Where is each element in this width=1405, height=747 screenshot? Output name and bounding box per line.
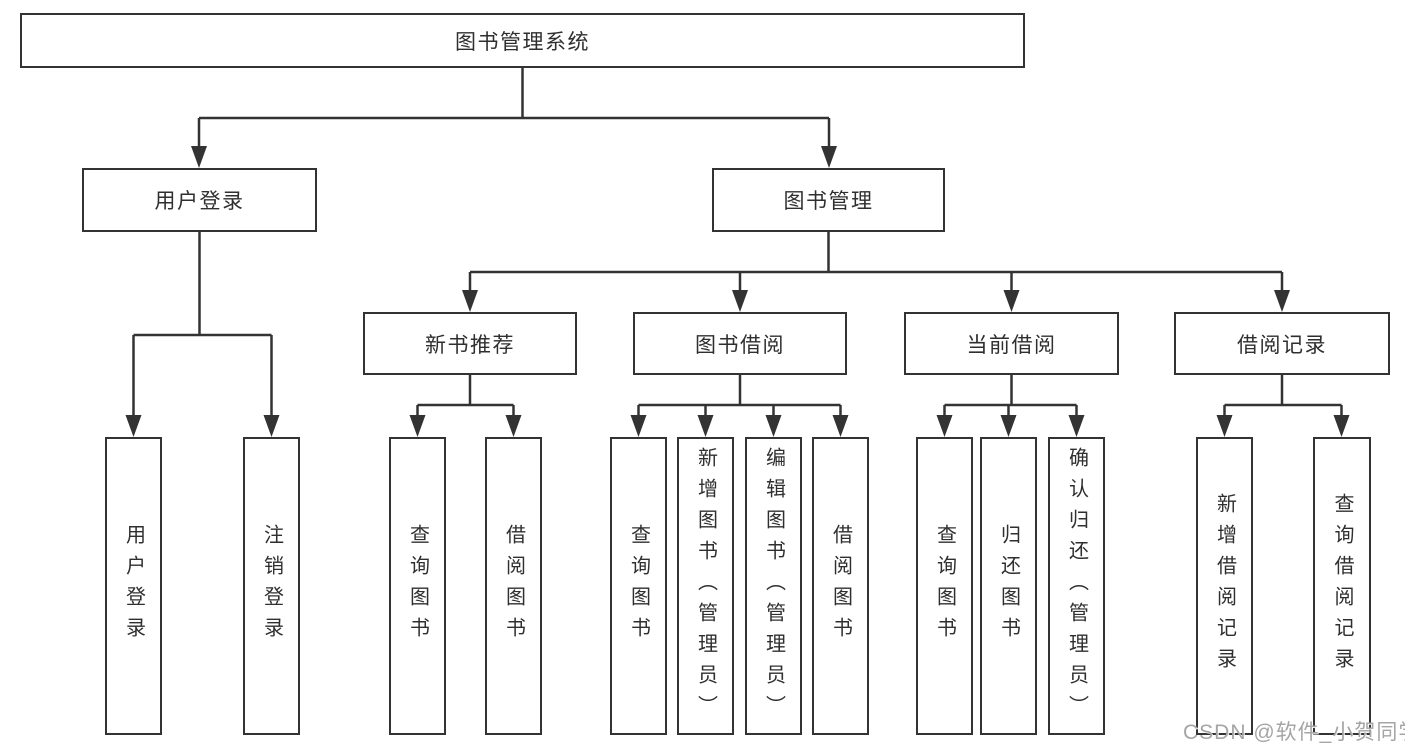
connector-new-book-recommend (416, 375, 515, 416)
node-book-management: 图书管理 (712, 168, 945, 232)
leaf-borrow-books-recommend: 借阅图书 (485, 437, 542, 735)
leaf-query-books-borrow: 查询图书 (610, 437, 667, 735)
node-new-book-recommend-label: 新书推荐 (425, 333, 515, 357)
node-book-management-label: 图书管理 (783, 190, 874, 213)
leaf-add-books-admin: 新增图书（管理员） (677, 437, 734, 735)
arrowheads-new-book-recommend (409, 415, 522, 437)
node-current-borrow-label: 当前借阅 (966, 333, 1057, 357)
arrowheads-borrow-records (1216, 415, 1350, 437)
arrowheads-current-borrow (936, 415, 1085, 437)
leaf-confirm-return-admin-label: 确认归还（管理员） (1065, 446, 1088, 726)
connector-user-login-to-leaves (132, 232, 273, 416)
leaf-query-books-current: 查询图书 (916, 437, 973, 735)
node-new-book-recommend: 新书推荐 (363, 312, 577, 375)
connector-book-management-to-level3 (468, 232, 1284, 291)
leaf-edit-books-admin-label: 编辑图书（管理员） (762, 446, 785, 726)
node-book-borrow: 图书借阅 (633, 312, 847, 375)
arrowheads-user-login (125, 415, 280, 437)
leaf-return-books: 归还图书 (980, 437, 1037, 735)
leaf-logout-label: 注销登录 (260, 524, 283, 648)
connector-borrow-records (1223, 375, 1343, 416)
leaf-add-borrow-record: 新增借阅记录 (1196, 437, 1253, 735)
leaf-user-login: 用户登录 (105, 437, 162, 735)
leaf-query-books-current-label: 查询图书 (933, 524, 956, 648)
leaf-query-books-recommend-label: 查询图书 (406, 524, 429, 648)
arrowheads-level3 (462, 290, 1290, 312)
arrowheads-book-borrow (630, 415, 849, 437)
leaf-confirm-return-admin: 确认归还（管理员） (1048, 437, 1105, 735)
leaf-query-books-borrow-label: 查询图书 (627, 524, 650, 648)
arrowheads-root-to-level2 (191, 146, 837, 168)
leaf-user-login-label: 用户登录 (122, 524, 145, 648)
connector-root-to-level2 (197, 68, 831, 147)
connector-book-borrow (637, 375, 842, 416)
node-borrow-records: 借阅记录 (1174, 312, 1390, 375)
leaf-query-books-recommend: 查询图书 (389, 437, 446, 735)
node-borrow-records-label: 借阅记录 (1237, 333, 1327, 357)
node-root-label: 图书管理系统 (455, 30, 590, 54)
leaf-borrow-books-label: 借阅图书 (829, 524, 852, 648)
leaf-query-borrow-record: 查询借阅记录 (1313, 437, 1371, 735)
leaf-logout: 注销登录 (243, 437, 300, 735)
leaf-add-borrow-record-label: 新增借阅记录 (1213, 493, 1236, 679)
csdn-watermark: CSDN @软件_小贺同学 (1183, 721, 1405, 744)
connector-current-borrow (943, 375, 1078, 416)
leaf-borrow-books-recommend-label: 借阅图书 (502, 524, 525, 648)
node-user-login-label: 用户登录 (154, 190, 245, 213)
leaf-add-books-admin-label: 新增图书（管理员） (694, 446, 717, 726)
node-current-borrow: 当前借阅 (904, 312, 1119, 375)
node-book-borrow-label: 图书借阅 (695, 333, 785, 357)
leaf-return-books-label: 归还图书 (997, 524, 1020, 648)
leaf-query-borrow-record-label: 查询借阅记录 (1331, 493, 1353, 679)
node-root: 图书管理系统 (20, 13, 1025, 68)
leaf-borrow-books: 借阅图书 (812, 437, 869, 735)
node-user-login: 用户登录 (82, 168, 317, 232)
leaf-edit-books-admin: 编辑图书（管理员） (745, 437, 802, 735)
